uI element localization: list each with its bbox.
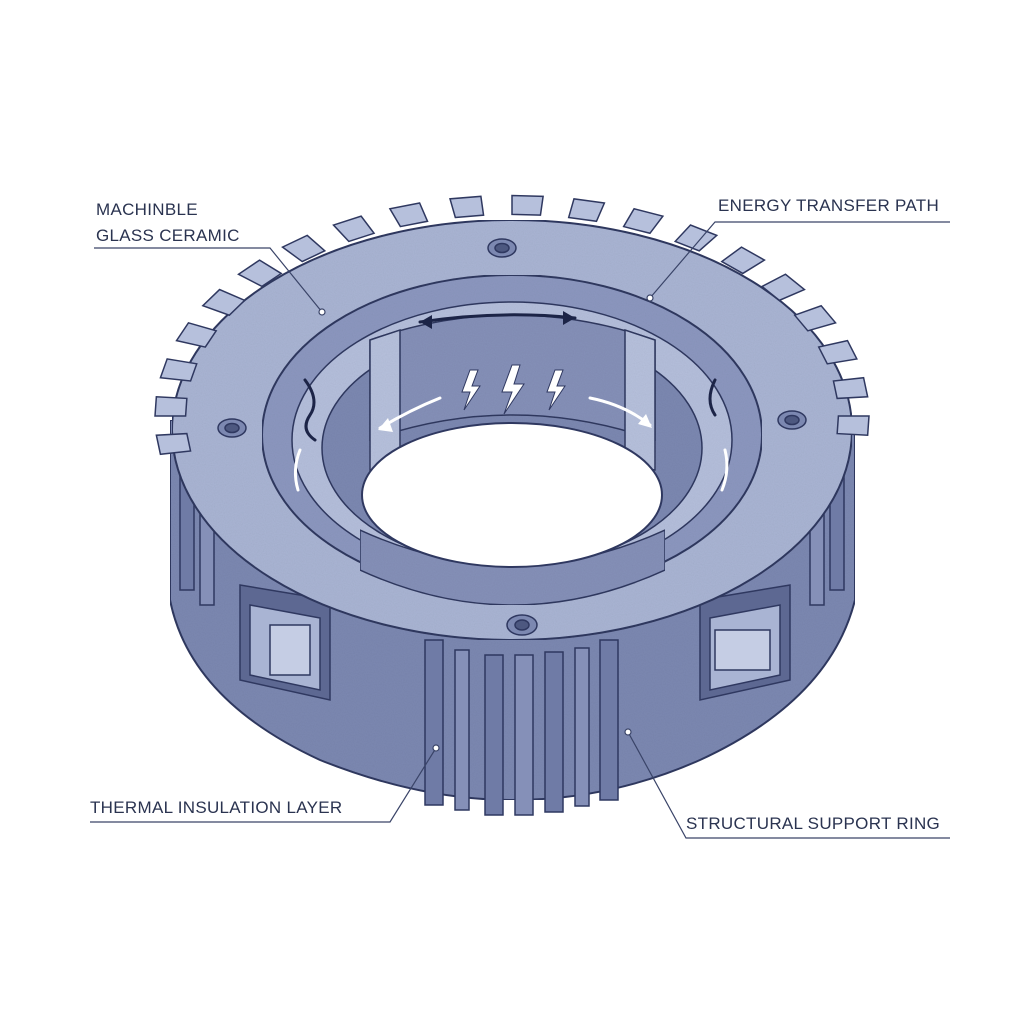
side-pocket-left xyxy=(239,584,331,701)
rim-tooth xyxy=(155,432,192,456)
label-thermal-insulation-layer: THERMAL INSULATION LAYER xyxy=(90,798,343,817)
leader-energy xyxy=(649,221,950,299)
label-machinable-line2: GLASS CERAMIC xyxy=(96,226,240,245)
rim-tooth xyxy=(154,395,188,417)
mounting-holes xyxy=(217,238,807,636)
side-pocket-right xyxy=(699,584,791,701)
label-machinable-line1: MACHINBLE xyxy=(96,200,198,219)
lightning-bolt-icon xyxy=(461,364,566,415)
rim-tooth xyxy=(201,288,246,317)
leader-thermal xyxy=(90,747,437,823)
label-energy-transfer-path: ENERGY TRANSFER PATH xyxy=(718,196,940,215)
rim-tooth xyxy=(281,234,327,263)
rim-tooth xyxy=(388,202,429,228)
rim-tooth xyxy=(175,321,218,348)
central-bore xyxy=(361,422,663,568)
rim-tooth xyxy=(567,198,606,223)
rim-tooth xyxy=(449,195,485,219)
energy-flow-arrows xyxy=(293,311,729,492)
rim-tooth xyxy=(720,246,766,275)
label-machinable-glass-ceramic: MACHINBLE GLASS CERAMIC xyxy=(96,197,240,249)
rim-tooth xyxy=(622,207,665,235)
rim-tooth xyxy=(836,415,870,437)
leader-structural xyxy=(627,731,950,839)
rim-tooth xyxy=(332,215,376,243)
rim-tooth xyxy=(511,194,544,216)
rim-tooth xyxy=(817,339,858,365)
rim-tooth xyxy=(793,304,837,332)
rim-tooth xyxy=(760,273,806,302)
rim-tooth xyxy=(159,358,198,382)
rim-tooth xyxy=(237,259,283,288)
label-structural-support-ring: STRUCTURAL SUPPORT RING xyxy=(686,814,941,833)
leader-machinable xyxy=(94,247,323,313)
leader-lines xyxy=(90,221,950,839)
ring-teeth xyxy=(154,194,870,456)
rim-tooth xyxy=(832,376,869,400)
